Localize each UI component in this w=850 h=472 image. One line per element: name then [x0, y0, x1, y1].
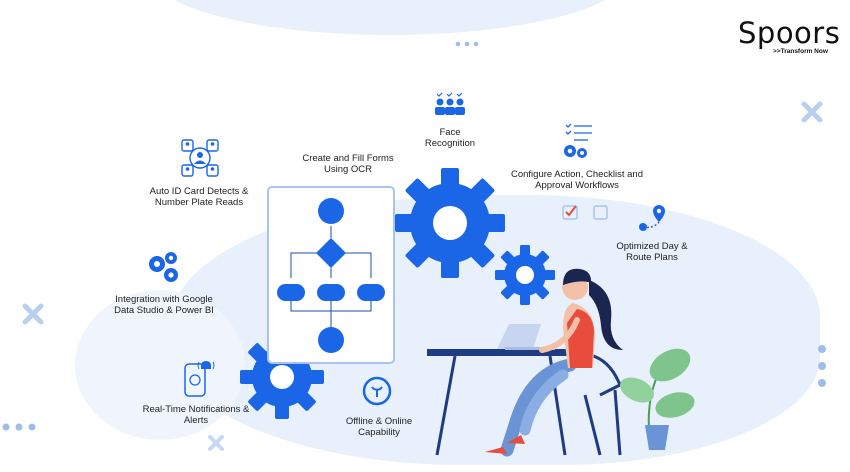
face-recognition-icon: [435, 92, 465, 115]
ocr-forms-label: Create and Fill Forms Using OCR: [302, 153, 394, 175]
notification-phone-icon: [184, 361, 215, 397]
decor-dots-right: [818, 345, 826, 387]
route-map-pin-icon: [639, 205, 665, 231]
workflow-checklist-icon: [564, 123, 592, 158]
decor-cross-left: [22, 303, 44, 325]
route-plans-label: Optimized Day & Route Plans: [616, 241, 688, 263]
workflow-label: Configure Action, Checklist and Approval…: [510, 169, 644, 191]
face-recognition-label: Face Recognition: [424, 127, 476, 149]
decor-cross-bottom: [208, 435, 224, 451]
person-at-desk-illustration: [427, 268, 695, 457]
brand-logo: Spoors: [738, 16, 841, 50]
flowchart-card: [267, 186, 395, 364]
decor-dots-left: [2, 423, 36, 431]
integration-label: Integration with Google Data Studio & Po…: [114, 294, 214, 316]
id-card-label: Auto ID Card Detects & Number Plate Read…: [149, 186, 249, 208]
integration-gears-icon: [149, 252, 178, 282]
brand-tagline: >>Transform Now: [773, 48, 828, 55]
checkbox-empty-icon: [593, 205, 608, 220]
id-card-icon: [181, 139, 219, 177]
left-blob: [75, 290, 245, 440]
notifications-label: Real-Time Notifications & Alerts: [142, 404, 250, 426]
offline-online-label: Offline & Online Capability: [345, 416, 413, 438]
decor-cross-right: [801, 101, 823, 123]
offline-online-icon: [362, 376, 392, 406]
top-blob: [150, 0, 630, 35]
decor-dots-top: [455, 41, 479, 47]
checkbox-checked-icon: [562, 205, 578, 220]
gear-large-icon: [395, 168, 505, 278]
gear-medium-icon: [495, 245, 555, 305]
